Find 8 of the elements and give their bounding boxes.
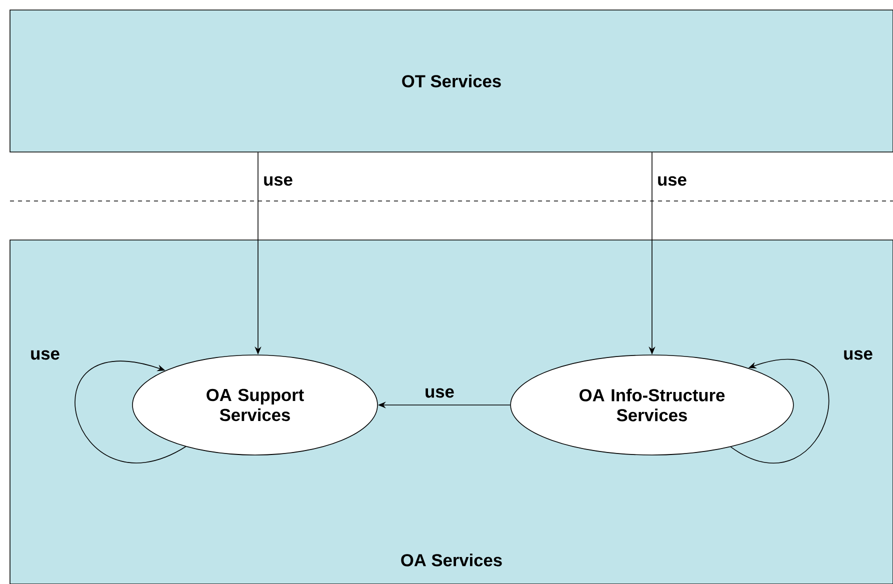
arrow (730, 359, 830, 464)
edge-label: use (844, 350, 872, 360)
arrow (74, 361, 186, 464)
edge-label: use (264, 176, 292, 186)
edge-label: use (31, 350, 60, 360)
edge-label: use (658, 176, 686, 186)
edge-label: use (426, 388, 454, 398)
service-band: OT Services (10, 10, 893, 152)
